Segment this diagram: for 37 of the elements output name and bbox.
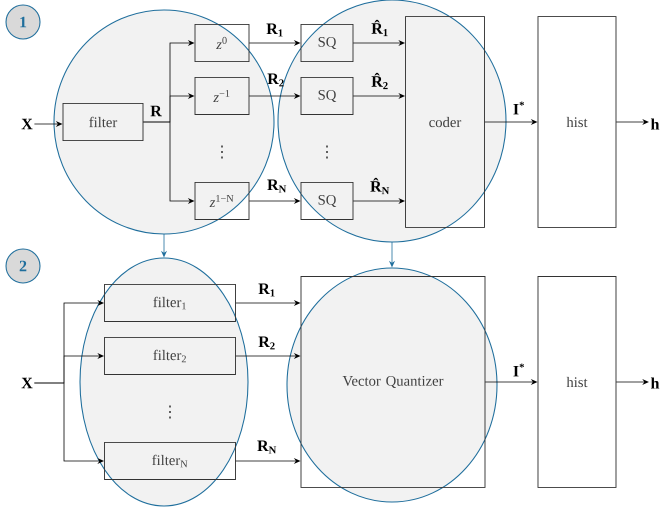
signal-label: h [650, 377, 660, 389]
signal-label: h [650, 118, 660, 130]
process-box: filter [62, 103, 144, 141]
process-box: hist [538, 16, 616, 228]
edge-label: R̂$_{N}$ [370, 178, 390, 194]
vertical-dots: ⋮ [326, 146, 328, 158]
process-box: SQ [300, 182, 354, 220]
process-box: filter$_{1}$ [104, 284, 236, 322]
number-badge: 1 [5, 4, 41, 40]
edge-label: R̂$_{1}$ [372, 20, 388, 36]
highlight-ellipse [79, 257, 249, 507]
vertical-dots: ⋮ [221, 146, 223, 158]
process-box: hist [538, 276, 616, 488]
process-box: z$^{1−N}$ [194, 182, 250, 220]
edge-label: R$_{1}$ [258, 284, 275, 296]
signal-label: X [22, 378, 33, 388]
highlight-ellipse [286, 267, 498, 503]
signal-label: X [22, 118, 33, 130]
process-box: SQ [300, 77, 354, 115]
edge-label: R$_{2}$ [258, 336, 275, 350]
edge-label: R̂$_{2}$ [372, 72, 388, 90]
edge-label: R$_{2}$ [268, 74, 284, 86]
edge-label: R [150, 106, 162, 116]
process-box: filter$_{N}$ [104, 442, 236, 480]
edge-label: I$^{*}$ [513, 364, 524, 376]
process-box: z$^{−1}$ [194, 77, 250, 115]
process-box: Vector Quantizer [300, 276, 486, 488]
edge-label: R$_{1}$ [266, 24, 283, 36]
vertical-dots: ⋮ [169, 406, 171, 418]
edge-label: R$_{N}$ [267, 180, 286, 192]
process-box: coder [405, 16, 485, 228]
edge-label: I$^{*}$ [513, 102, 524, 114]
process-box: z$^{0}$ [194, 24, 250, 62]
number-badge: 2 [5, 248, 41, 284]
process-box: filter$_{2}$ [104, 337, 236, 375]
edge-label: R$_{N}$ [257, 440, 276, 454]
process-box: SQ [300, 24, 354, 62]
